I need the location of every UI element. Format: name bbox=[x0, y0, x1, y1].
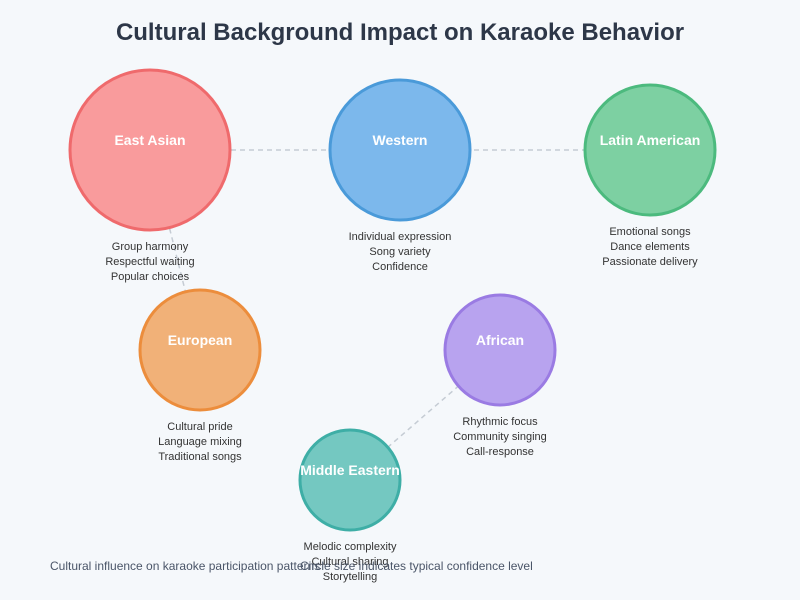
diagram-title: Cultural Background Impact on Karaoke Be… bbox=[116, 19, 684, 46]
culture-circle bbox=[138, 288, 262, 412]
culture-node-latin-american: Latin American Emotional songs Dance ele… bbox=[583, 83, 717, 268]
culture-trait: Call-response bbox=[466, 446, 534, 458]
culture-node-east-asian: East Asian Group harmony Respectful wait… bbox=[68, 68, 232, 283]
culture-circle bbox=[68, 68, 232, 232]
culture-node-western: Western Individual expression Song varie… bbox=[328, 78, 472, 273]
culture-circle bbox=[298, 428, 402, 532]
culture-label: East Asian bbox=[114, 132, 185, 148]
culture-node-middle-eastern: Middle Eastern Melodic complexity Cultur… bbox=[298, 428, 402, 583]
culture-trait: Storytelling bbox=[323, 571, 377, 583]
culture-trait: Passionate delivery bbox=[602, 256, 698, 268]
culture-trait: Group harmony bbox=[112, 241, 189, 253]
culture-trait: Cultural sharing bbox=[311, 556, 388, 568]
culture-trait: Popular choices bbox=[111, 271, 190, 283]
culture-circle bbox=[443, 293, 557, 407]
culture-trait: Individual expression bbox=[349, 231, 452, 243]
culture-label: Western bbox=[373, 132, 428, 148]
culture-trait: Melodic complexity bbox=[304, 541, 397, 553]
culture-trait: Emotional songs bbox=[609, 226, 691, 238]
culture-trait: Dance elements bbox=[610, 241, 690, 253]
culture-trait: Cultural pride bbox=[167, 421, 232, 433]
culture-label: African bbox=[476, 332, 524, 348]
culture-trait: Community singing bbox=[453, 431, 547, 443]
culture-label: European bbox=[168, 332, 233, 348]
culture-trait: Confidence bbox=[372, 261, 428, 273]
culture-circle bbox=[583, 83, 717, 217]
culture-circle bbox=[328, 78, 472, 222]
culture-label: Middle Eastern bbox=[300, 462, 400, 478]
culture-trait: Respectful waiting bbox=[105, 256, 194, 268]
culture-trait: Song variety bbox=[369, 246, 431, 258]
culture-trait: Rhythmic focus bbox=[462, 416, 538, 428]
footer-size-note: Circle size indicates typical confidence… bbox=[300, 559, 533, 573]
culture-label: Latin American bbox=[600, 132, 701, 148]
culture-node-european: European Cultural pride Language mixing … bbox=[138, 288, 262, 463]
culture-trait: Language mixing bbox=[158, 436, 242, 448]
culture-trait: Traditional songs bbox=[158, 451, 242, 463]
footer-note: Cultural influence on karaoke participat… bbox=[50, 559, 320, 573]
culture-node-african: African Rhythmic focus Community singing… bbox=[443, 293, 557, 458]
